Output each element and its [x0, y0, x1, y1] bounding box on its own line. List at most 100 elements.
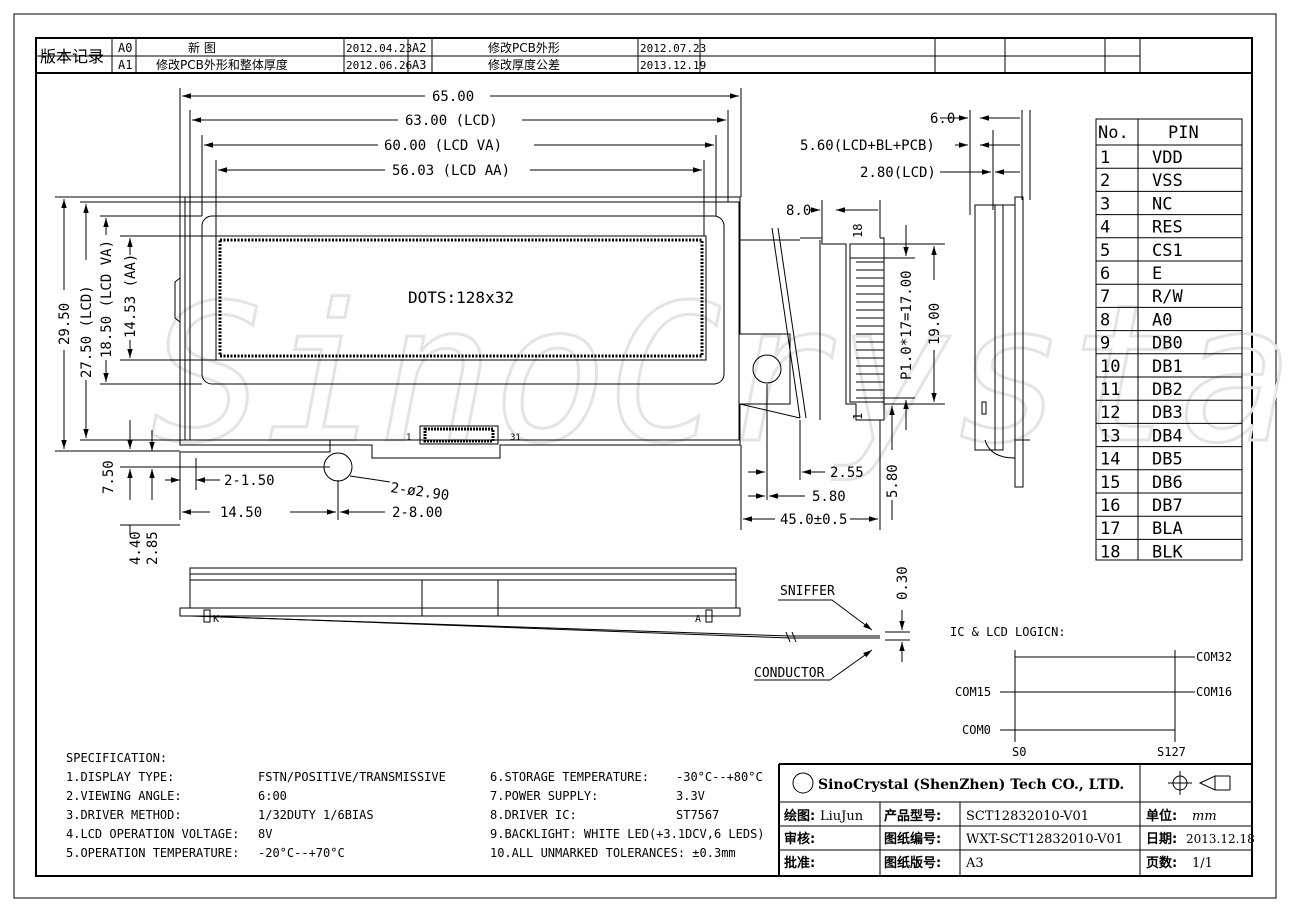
drawer-value: LiuJun [820, 809, 864, 824]
date-label: 日期: [1146, 832, 1177, 847]
front-view-outline [174, 196, 801, 482]
dim-height-b2: 2.85 [145, 531, 161, 565]
spec-value: FSTN/POSITIVE/TRANSMISSIVE [258, 770, 446, 784]
pin-name: BLK [1152, 542, 1183, 562]
pin-number: 4 [1100, 218, 1110, 238]
side-view [940, 110, 1031, 488]
spec-title: SPECIFICATION: [66, 751, 167, 765]
company-name: SinoCrystal (ShenZhen) Tech CO., LTD. [818, 777, 1124, 793]
dim-height-total: 29.50 [57, 303, 73, 345]
pin-number: 5 [1100, 241, 1110, 261]
revision-table [36, 38, 1252, 74]
pin-number: 1 [1100, 148, 1110, 168]
pin-number: 13 [1100, 426, 1120, 446]
spec-key: 6.STORAGE TEMPERATURE: [490, 770, 649, 784]
version-value: A3 [965, 856, 984, 871]
dim-flex-height: 19.00 [927, 303, 943, 345]
spec-key: 4.LCD OPERATION VOLTAGE: [66, 827, 239, 841]
model-value: SCT12832010-V01 [966, 809, 1089, 824]
dim-hole-pitch: 2-8.00 [392, 505, 443, 521]
pin-number: 6 [1100, 264, 1110, 284]
led-anode-label: A [695, 614, 701, 625]
front-dimension-lines [179, 88, 742, 236]
version-label: 图纸版号: [884, 855, 941, 871]
spec-value: -20°C--+70°C [258, 846, 345, 860]
pin-number: 8 [1100, 310, 1110, 330]
pin-name: DB5 [1152, 450, 1183, 470]
date-value: 2013.12.18 [1186, 832, 1255, 846]
dim-height-lcd: 27.50 (LCD) [79, 285, 95, 378]
spec-key: 10.ALL UNMARKED TOLERANCES: ±0.3mm [490, 846, 736, 860]
flex-pin-1-label: 1 [851, 413, 865, 420]
spec-key: 2.VIEWING ANGLE: [66, 789, 182, 803]
pin-number: 11 [1100, 380, 1120, 400]
page-label: 页数: [1146, 855, 1177, 871]
logic-com0: COM0 [962, 723, 991, 737]
dim-flex-pitch: P1.0*17=17.00 [899, 270, 915, 380]
pin-number: 15 [1100, 473, 1120, 493]
led-cathode-label: K [213, 614, 219, 625]
dim-height-b1: 4.40 [128, 531, 144, 565]
pin-name: A0 [1152, 310, 1172, 330]
flex-pin-18-label: 18 [851, 224, 865, 238]
title-block [778, 763, 1252, 876]
connector-pin-last: 31 [510, 433, 521, 443]
watermark-logo: SinoCrystal [150, 264, 1290, 485]
spec-value: ST7567 [676, 808, 719, 822]
rev-code: A0 [118, 41, 132, 55]
rev-date: 2012.04.23 [346, 42, 412, 55]
spec-key: 3.DRIVER METHOD: [66, 808, 182, 822]
flex-cable-view [740, 200, 945, 530]
pin-number: 9 [1100, 334, 1110, 354]
pin-name: DB7 [1152, 496, 1183, 516]
spec-left-list: 1.DISPLAY TYPE: FSTN/POSITIVE/TRANSMISSIV… [66, 770, 446, 860]
logic-com15: COM15 [955, 685, 991, 699]
pin-name: DB6 [1152, 473, 1183, 493]
rev-date: 2012.06.26 [346, 59, 412, 72]
pin-name: R/W [1152, 287, 1183, 307]
pin-table-header-pin: PIN [1168, 123, 1199, 143]
logic-title: IC & LCD LOGICN: [950, 625, 1066, 639]
drawer-label: 绘图: [784, 808, 815, 824]
dim-flex-580: 5.80 [812, 489, 846, 505]
spec-value: -30°C--+80°C [676, 770, 763, 784]
dim-width-lcd: 63.00 (LCD) [405, 113, 498, 129]
spec-key: 7.POWER SUPPLY: [490, 789, 598, 803]
pin-name: RES [1152, 218, 1183, 238]
rev-date: 2012.07.23 [640, 42, 706, 55]
dim-height-aa: 14.53 (AA) [123, 254, 139, 338]
rev-code: A1 [118, 58, 132, 72]
flex-pin-lines [856, 261, 884, 399]
spec-value: 3.3V [676, 789, 705, 803]
inner-border [35, 37, 1253, 877]
dim-side-60: 6.0 [930, 111, 955, 127]
spec-key: 1.DISPLAY TYPE: [66, 770, 174, 784]
spec-value: 1/32DUTY 1/6BIAS [258, 808, 374, 822]
dim-width-va: 60.00 (LCD VA) [384, 138, 502, 154]
pin-number: 16 [1100, 496, 1120, 516]
dim-thickness-030: 0.30 [895, 566, 911, 600]
pin-name: NC [1152, 194, 1172, 214]
rev-desc: 新 图 [188, 40, 216, 55]
spec-right-list: 6.STORAGE TEMPERATURE: -30°C--+80°C 7.POWE… [490, 770, 765, 860]
pin-number: 3 [1100, 194, 1110, 214]
pin-number: 14 [1100, 450, 1120, 470]
logic-s0: S0 [1012, 745, 1026, 759]
logic-com32: COM32 [1196, 650, 1232, 664]
dim-width-total: 65.00 [432, 89, 474, 105]
dim-flex-width: 8.0 [786, 203, 811, 219]
pin-name: E [1152, 264, 1162, 284]
pin-number: 17 [1100, 519, 1120, 539]
pin-name: DB3 [1152, 403, 1183, 423]
dim-width-aa: 56.03 (LCD AA) [392, 163, 510, 179]
dim-hole-offset: 2-1.50 [224, 473, 275, 489]
dim-flex-580v: 5.80 [885, 464, 901, 498]
rev-code: A3 [412, 58, 426, 72]
rev-desc: 修改厚度公差 [488, 57, 560, 72]
dim-side-280: 2.80(LCD) [860, 165, 936, 181]
rev-date: 2013.12.19 [640, 59, 706, 72]
revision-header: 版本记录 [40, 47, 104, 66]
pin-number: 10 [1100, 357, 1120, 377]
spec-value: 6:00 [258, 789, 287, 803]
